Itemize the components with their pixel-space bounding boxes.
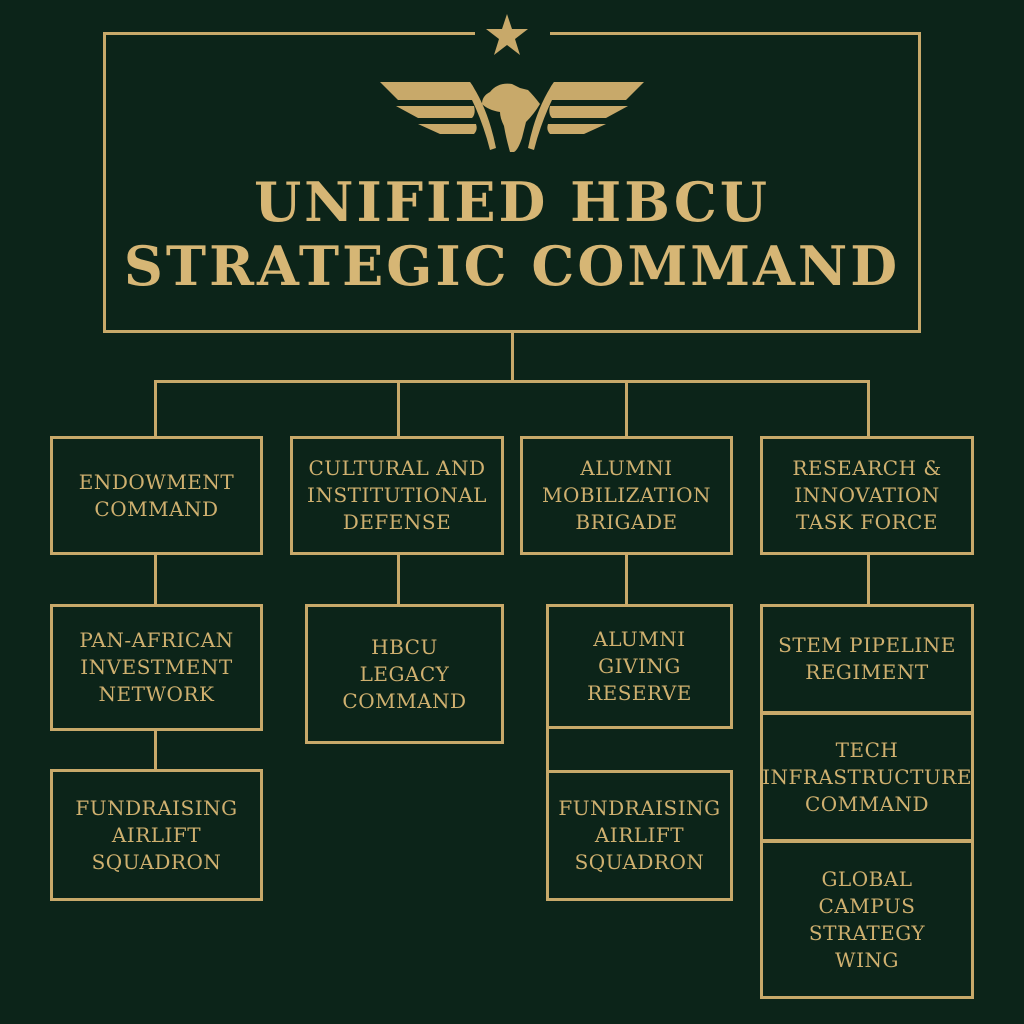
connector-line — [625, 380, 628, 436]
unit-global-campus-strategy: GLOBAL CAMPUS STRATEGY WING — [760, 840, 974, 999]
unit-cultural-defense: CULTURAL AND INSTITUTIONAL DEFENSE — [290, 436, 504, 555]
connector-line — [154, 730, 157, 770]
connector-line — [867, 380, 870, 436]
connector-line — [154, 380, 870, 383]
connector-line — [397, 380, 400, 436]
connector-line — [511, 333, 514, 383]
header-top-border-right — [550, 32, 921, 35]
connector-line — [625, 554, 628, 604]
star-icon — [486, 14, 528, 55]
connector-line — [397, 554, 400, 604]
unit-hbcu-legacy-command: HBCU LEGACY COMMAND — [305, 604, 504, 744]
connector-line — [154, 554, 157, 604]
unit-fundraising-airlift-1: FUNDRAISING AIRLIFT SQUADRON — [50, 769, 263, 901]
unit-fundraising-airlift-2: FUNDRAISING AIRLIFT SQUADRON — [546, 770, 733, 901]
winged-africa-icon — [380, 82, 644, 152]
unit-alumni-mobilization: ALUMNI MOBILIZATION BRIGADE — [520, 436, 733, 555]
page-title: UNIFIED HBCU STRATEGIC COMMAND — [123, 170, 901, 298]
connector-line — [867, 554, 870, 604]
unit-alumni-giving-reserve: ALUMNI GIVING RESERVE — [546, 604, 733, 729]
connector-line — [154, 380, 157, 436]
unit-tech-infrastructure: TECH INFRASTRUCTURE COMMAND — [760, 712, 974, 842]
unit-research-innovation: RESEARCH & INNOVATION TASK FORCE — [760, 436, 974, 555]
unit-pan-african-investment: PAN-AFRICAN INVESTMENT NETWORK — [50, 604, 263, 731]
unit-stem-pipeline: STEM PIPELINE REGIMENT — [760, 604, 974, 714]
command-header-box — [103, 32, 921, 333]
connector-line — [546, 728, 549, 770]
header-top-border-left — [103, 32, 475, 35]
unit-endowment-command: ENDOWMENT COMMAND — [50, 436, 263, 555]
